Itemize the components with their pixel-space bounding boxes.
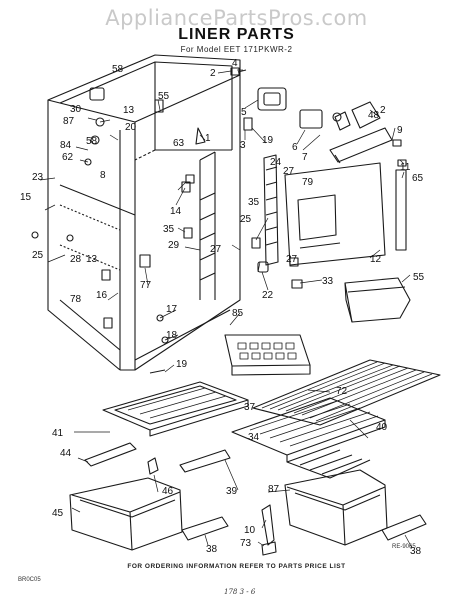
part-label: 1 bbox=[205, 133, 211, 144]
part-label: 29 bbox=[168, 240, 180, 251]
part-label: 19 bbox=[262, 135, 274, 146]
part-label: 10 bbox=[244, 525, 256, 536]
ordering-note: FOR ORDERING INFORMATION REFER TO PARTS … bbox=[127, 563, 346, 570]
part-label: 8 bbox=[100, 170, 106, 181]
part-label: 38 bbox=[206, 544, 218, 555]
part-label: 2 bbox=[380, 105, 386, 116]
watermark: AppliancePartsPros.com bbox=[105, 6, 368, 30]
part-label: 63 bbox=[173, 138, 185, 149]
part-label: 3 bbox=[240, 140, 246, 151]
page-title: LINER PARTS bbox=[178, 26, 295, 43]
part-label: 19 bbox=[176, 359, 188, 370]
part-label: 34 bbox=[248, 432, 260, 443]
part-label: 62 bbox=[62, 152, 74, 163]
part-label: 4 bbox=[232, 58, 238, 69]
part-label: 6 bbox=[292, 142, 298, 153]
drawing-code: RE-9065 bbox=[392, 544, 416, 550]
part-label: 11 bbox=[400, 162, 411, 173]
part-label: 58 bbox=[112, 64, 124, 75]
trim-strip-39 bbox=[179, 449, 231, 473]
wire-shelf bbox=[252, 359, 441, 426]
part-label: 77 bbox=[140, 280, 152, 291]
part-label: 84 bbox=[60, 140, 72, 151]
part-label: 78 bbox=[70, 294, 82, 305]
part-label: 35 bbox=[163, 224, 175, 235]
part-labels: 4 2 5 3 19 1 63 6 7 48 2 9 11 65 24 27 7… bbox=[20, 58, 425, 557]
part-label: 5 bbox=[241, 107, 247, 118]
small-bin bbox=[344, 277, 411, 323]
part-label: 9 bbox=[397, 125, 403, 136]
part-label: 28 bbox=[70, 254, 82, 265]
part-label: 30 bbox=[70, 104, 82, 115]
part-label: 39 bbox=[226, 486, 238, 497]
handle-38-left bbox=[181, 516, 229, 541]
crisper-pan-right bbox=[284, 469, 388, 546]
part-label: 41 bbox=[52, 428, 64, 439]
part-label: 14 bbox=[170, 206, 182, 217]
part-label: 48 bbox=[368, 110, 380, 121]
part-label: 27 bbox=[210, 244, 222, 255]
part-label: 55 bbox=[413, 272, 425, 283]
part-label: 16 bbox=[96, 290, 108, 301]
shelf-tray bbox=[102, 381, 249, 437]
cabinet-liner bbox=[31, 54, 241, 374]
handwritten-mark: 178 3 - 6 bbox=[224, 588, 256, 596]
part-label: 22 bbox=[262, 290, 274, 301]
part-label: 73 bbox=[240, 538, 252, 549]
part-label: 7 bbox=[302, 152, 308, 163]
handle-38-right bbox=[381, 514, 427, 541]
part-label: 27 bbox=[283, 166, 295, 177]
part-label: 79 bbox=[302, 177, 314, 188]
page-subtitle: For Model EET 171PKWR-2 bbox=[180, 45, 293, 54]
part-label: 72 bbox=[336, 386, 348, 397]
part-label: 13 bbox=[123, 105, 135, 116]
part-label: 85 bbox=[232, 308, 244, 319]
part-label: 23 bbox=[32, 172, 44, 183]
part-label: 2 bbox=[210, 68, 216, 79]
part-label: 87 bbox=[63, 116, 75, 127]
part-label: 12 bbox=[370, 254, 382, 265]
part-label: 27 bbox=[286, 254, 298, 265]
part-label: 44 bbox=[60, 448, 72, 459]
part-label: 65 bbox=[412, 173, 424, 184]
clip-46 bbox=[147, 457, 159, 475]
part-label: 18 bbox=[166, 330, 178, 341]
part-label: 38 bbox=[410, 546, 422, 557]
part-label: 40 bbox=[376, 422, 388, 433]
part-label: 15 bbox=[20, 192, 32, 203]
part-label: 25 bbox=[32, 250, 44, 261]
part-label: 37 bbox=[244, 402, 256, 413]
part-label: 87 bbox=[268, 484, 280, 495]
part-label: 58 bbox=[86, 136, 98, 147]
catalog-code: BR0C05 bbox=[18, 577, 41, 583]
bracket-73 bbox=[261, 504, 277, 556]
part-label: 46 bbox=[162, 486, 174, 497]
ice-tray bbox=[224, 334, 311, 376]
trim-strip-44 bbox=[84, 442, 137, 467]
control-assembly bbox=[185, 67, 407, 289]
part-label: 33 bbox=[322, 276, 334, 287]
part-label: 55 bbox=[158, 91, 170, 102]
part-label: 17 bbox=[166, 304, 178, 315]
part-label: 13 bbox=[86, 254, 98, 265]
part-label: 24 bbox=[270, 157, 282, 168]
part-label: 35 bbox=[248, 197, 260, 208]
glass-shelf bbox=[231, 397, 386, 479]
part-label: 25 bbox=[240, 214, 252, 225]
crisper-pan-left bbox=[69, 477, 183, 551]
part-label: 20 bbox=[125, 122, 137, 133]
part-label: 45 bbox=[52, 508, 64, 519]
